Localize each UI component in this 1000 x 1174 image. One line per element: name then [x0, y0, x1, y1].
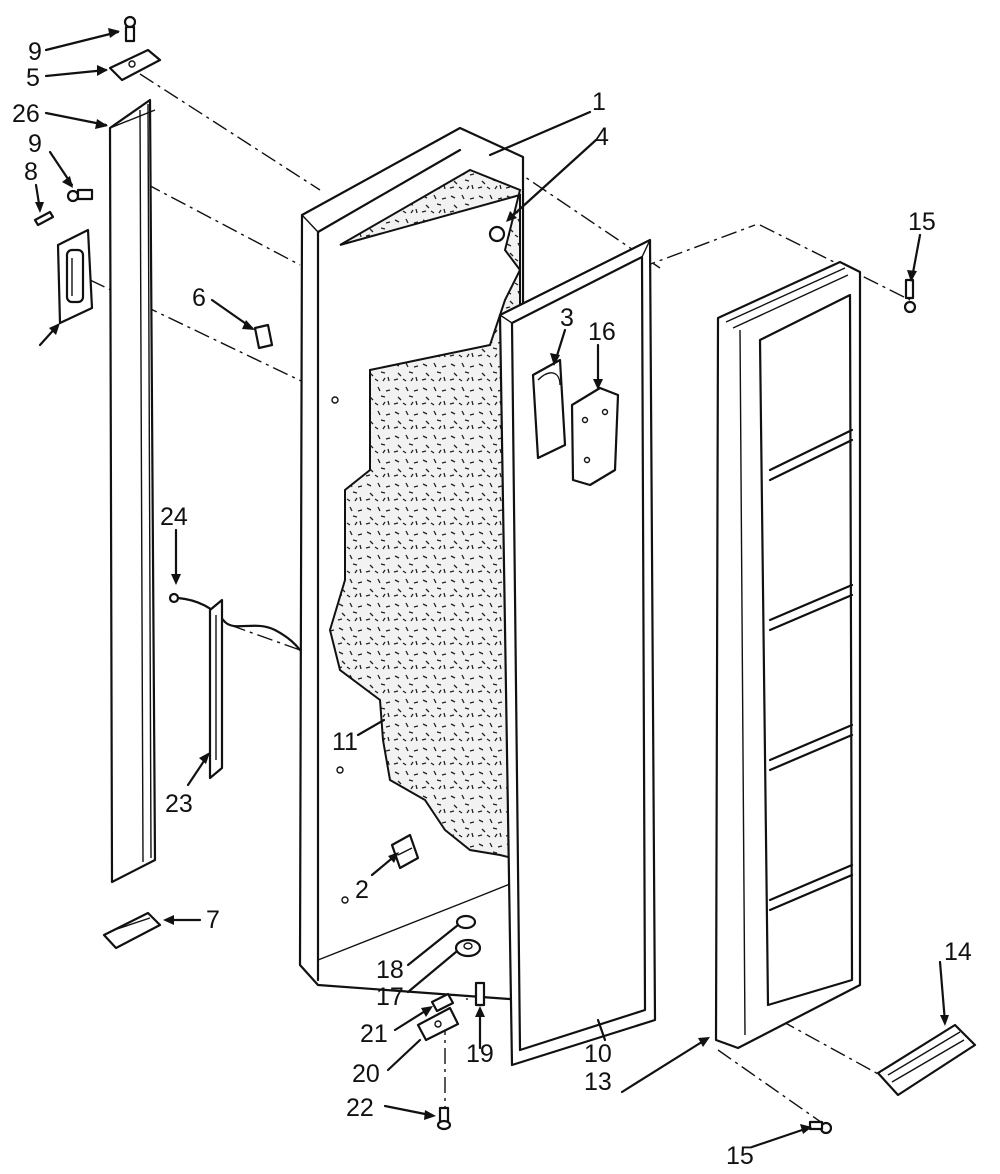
- callout-6: 6: [192, 284, 206, 312]
- callout-labels: 9 5 26 9 8 6 24 23 7 1 4 3 16 11 2 18 17…: [12, 38, 972, 1170]
- pin-part: [33, 210, 55, 227]
- callout-10: 10: [584, 1040, 612, 1068]
- callout-14: 14: [944, 938, 972, 966]
- shelf-trim-bar: [876, 1023, 977, 1097]
- callout-1: 1: [592, 88, 606, 116]
- callout-19: 19: [466, 1040, 494, 1068]
- screw-part-22: [436, 1106, 452, 1131]
- callout-2: 2: [355, 876, 369, 904]
- callout-9-side: 9: [28, 130, 42, 158]
- callout-13: 13: [584, 1068, 612, 1096]
- inner-door-liner: [714, 260, 862, 1050]
- callout-17: 17: [376, 983, 404, 1011]
- leader-lines: [34, 28, 949, 1149]
- bushing-part-17: [454, 938, 482, 958]
- callout-3: 3: [560, 304, 574, 332]
- callout-7: 7: [206, 906, 220, 934]
- callout-21: 21: [360, 1020, 388, 1048]
- callout-20: 20: [352, 1060, 380, 1088]
- callout-16: 16: [588, 318, 616, 346]
- washer-part-18: [455, 914, 477, 930]
- heater-bracket: [208, 598, 224, 780]
- door-trim-strip: [108, 98, 157, 884]
- callout-18: 18: [376, 956, 404, 984]
- hinge-pin-part-19: [474, 981, 486, 1007]
- bottom-hinge-part: [102, 911, 162, 950]
- door-panel: [298, 126, 525, 1002]
- callout-8: 8: [24, 158, 38, 186]
- clip-part: [531, 358, 567, 460]
- callout-15-top: 15: [908, 208, 936, 236]
- door-stop-part: [390, 833, 420, 870]
- callout-11: 11: [332, 728, 358, 756]
- callout-25: 26: [12, 100, 40, 128]
- screw-part-15-bottom: [808, 1120, 833, 1135]
- top-hinge-part: [108, 48, 162, 82]
- callout-5: 5: [26, 64, 40, 92]
- callout-24: 24: [160, 503, 188, 531]
- screw-part-15-top: [903, 278, 917, 314]
- wire-harness: [168, 592, 302, 652]
- screw-part-side: [66, 188, 94, 203]
- callout-23: 23: [165, 790, 193, 818]
- callout-4: 4: [595, 123, 609, 151]
- spacer-part-21: [430, 992, 455, 1013]
- callout-15-bottom: 15: [726, 1142, 754, 1170]
- screw-part-top: [123, 15, 137, 43]
- screw-part-6: [253, 323, 274, 350]
- mounting-plate-part: [570, 386, 620, 487]
- hinge-part-20: [416, 1006, 460, 1042]
- handle-part: [56, 228, 94, 325]
- door-gasket: [498, 238, 657, 1067]
- callout-22: 22: [346, 1094, 374, 1122]
- plug-part: [488, 225, 506, 243]
- callout-9-top: 9: [28, 38, 42, 66]
